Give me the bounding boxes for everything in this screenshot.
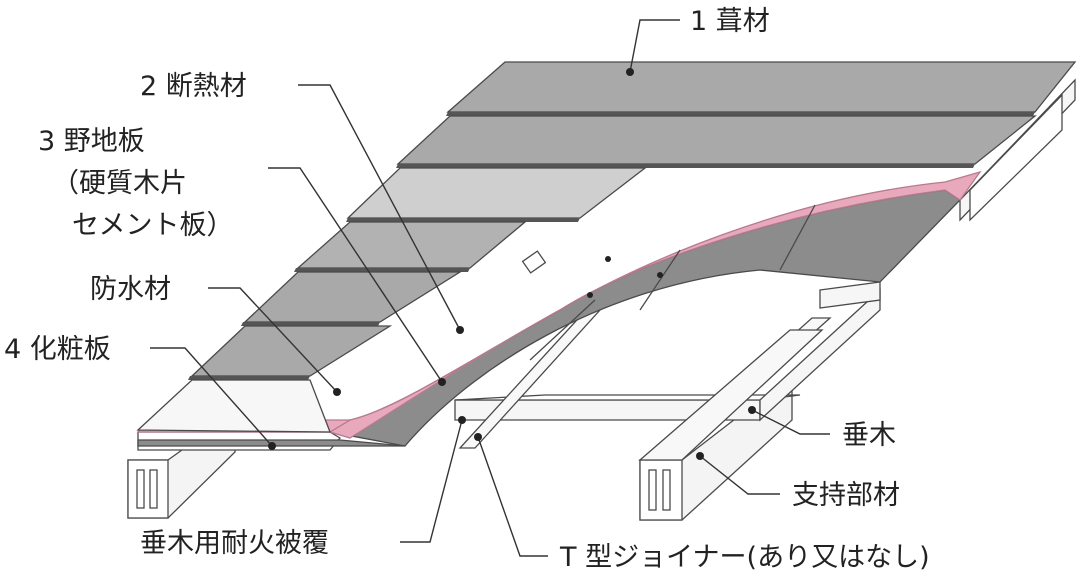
label-sheathing-2: （硬質木片 bbox=[52, 168, 187, 199]
leader-sheathing bbox=[268, 167, 443, 383]
bolt-hole bbox=[605, 256, 611, 262]
insulation-curve bbox=[328, 170, 982, 439]
support-beam-left-slot bbox=[136, 469, 145, 509]
leader-dot-waterproof bbox=[333, 388, 341, 396]
shingle-edge bbox=[294, 268, 470, 272]
leader-dot-fireproof bbox=[458, 416, 466, 424]
shingle-row bbox=[296, 221, 527, 269]
shingle-row bbox=[346, 167, 647, 219]
labels: 1 葺材 2 断熱材 3 野地板 （硬質木片 セメント板） 防水材 4 化粧板 … bbox=[4, 6, 930, 573]
bolt-hole bbox=[587, 292, 593, 298]
label-support: 支持部材 bbox=[792, 480, 900, 511]
bolt-hole bbox=[657, 272, 663, 278]
shingle-edge bbox=[446, 112, 1035, 116]
shingle-row bbox=[243, 271, 463, 323]
label-joiner: T 型ジョイナー(あり又はなし) bbox=[559, 542, 930, 573]
rafter-diag-3 bbox=[638, 329, 824, 461]
shingle-row bbox=[190, 325, 393, 377]
shingle-edge bbox=[396, 164, 975, 168]
curve-joint bbox=[529, 299, 596, 361]
waterproof-sheet bbox=[136, 379, 331, 433]
leader-dot-support bbox=[696, 452, 704, 460]
roofing-shingles bbox=[136, 61, 1077, 433]
support-beam-right-slot bbox=[648, 469, 657, 511]
support-beam-right-face bbox=[639, 459, 683, 521]
label-roofing: 1 葺材 bbox=[690, 6, 770, 37]
label-sheathing-1: 3 野地板 bbox=[38, 126, 145, 157]
label-rafter: 垂木 bbox=[842, 420, 896, 451]
leader-lines bbox=[150, 19, 830, 557]
shingle-edge bbox=[346, 218, 580, 222]
leader-dot-rafter bbox=[748, 406, 756, 414]
leader-dot-joiner bbox=[474, 433, 482, 441]
label-finish-board: 4 化粧板 bbox=[4, 334, 111, 365]
leader-waterproof bbox=[208, 287, 338, 393]
support-beam-left-slot2 bbox=[149, 469, 158, 509]
curve-joint bbox=[779, 204, 816, 271]
bracket bbox=[521, 250, 547, 274]
leader-insulation bbox=[298, 84, 461, 331]
shingle-row bbox=[396, 115, 1037, 165]
leader-roofing bbox=[629, 19, 680, 73]
curve-joint bbox=[639, 249, 681, 311]
leader-dot-finish bbox=[268, 442, 276, 450]
rafter-back bbox=[819, 281, 881, 309]
shingle-row bbox=[446, 61, 1077, 113]
right-edge-beam-2 bbox=[969, 93, 1063, 222]
leader-dot-sheathing bbox=[438, 378, 446, 386]
leader-dot-roofing bbox=[626, 68, 634, 76]
label-fireproof: 垂木用耐火被覆 bbox=[140, 528, 329, 559]
leader-dot-insulation bbox=[456, 326, 464, 334]
leader-fireproof bbox=[400, 419, 463, 543]
label-waterproof: 防水材 bbox=[90, 274, 171, 305]
label-sheathing-3: セメント板） bbox=[72, 210, 233, 241]
shingle-edge bbox=[188, 376, 310, 380]
shingle-edge bbox=[241, 322, 380, 326]
leader-support bbox=[699, 455, 780, 495]
leader-rafter bbox=[751, 409, 830, 435]
label-insulation: 2 断熱材 bbox=[140, 71, 247, 102]
support-beam-right-slot2 bbox=[662, 469, 671, 511]
leader-finish bbox=[150, 347, 273, 447]
support-beam-left-face bbox=[127, 459, 169, 519]
leader-joiner bbox=[477, 436, 548, 557]
rafter-frame bbox=[454, 78, 1076, 461]
